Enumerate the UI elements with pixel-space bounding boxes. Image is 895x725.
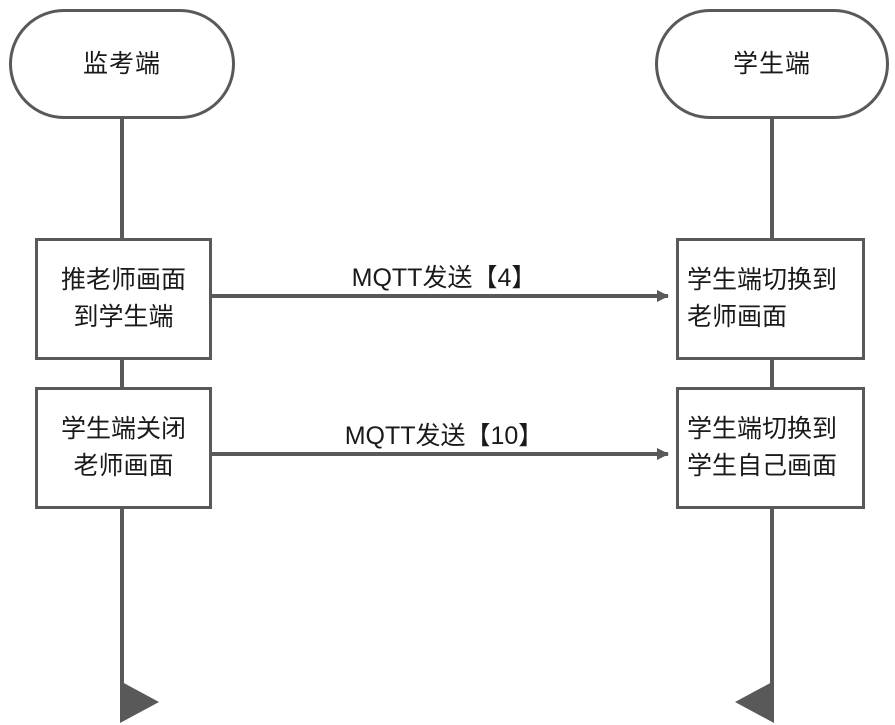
action-box-line: 学生自己画面 xyxy=(687,452,838,480)
action-box-student-switch-to-teacher[interactable]: 学生端切换到 老师画面 xyxy=(676,238,865,360)
action-box-line: 老师画面 xyxy=(73,452,174,480)
action-box-line: 到学生端 xyxy=(73,303,174,331)
lifeline-header-invigilator-label: 监考端 xyxy=(82,50,161,78)
action-box-student-switch-to-self[interactable]: 学生端切换到 学生自己画面 xyxy=(676,387,865,509)
lifeline-header-student-label: 学生端 xyxy=(732,50,811,78)
lifeline-terminator-right-icon xyxy=(735,681,774,723)
action-box-close-teacher-screen[interactable]: 学生端关闭 老师画面 xyxy=(35,387,212,509)
lifeline-header-invigilator[interactable]: 监考端 xyxy=(9,9,235,119)
action-box-line: 学生端切换到 xyxy=(687,266,838,294)
message-label-mqtt-10: MQTT发送【10】 xyxy=(344,422,544,450)
lifeline-terminator-left-icon xyxy=(120,681,159,723)
action-box-push-teacher-screen[interactable]: 推老师画面 到学生端 xyxy=(35,238,212,360)
lifeline-header-student[interactable]: 学生端 xyxy=(655,9,889,119)
action-box-line: 学生端关闭 xyxy=(60,415,186,443)
action-box-line: 推老师画面 xyxy=(60,266,186,294)
action-box-line: 学生端切换到 xyxy=(687,415,838,443)
action-box-line: 老师画面 xyxy=(687,303,788,331)
message-label-mqtt-4: MQTT发送【4】 xyxy=(351,264,537,292)
